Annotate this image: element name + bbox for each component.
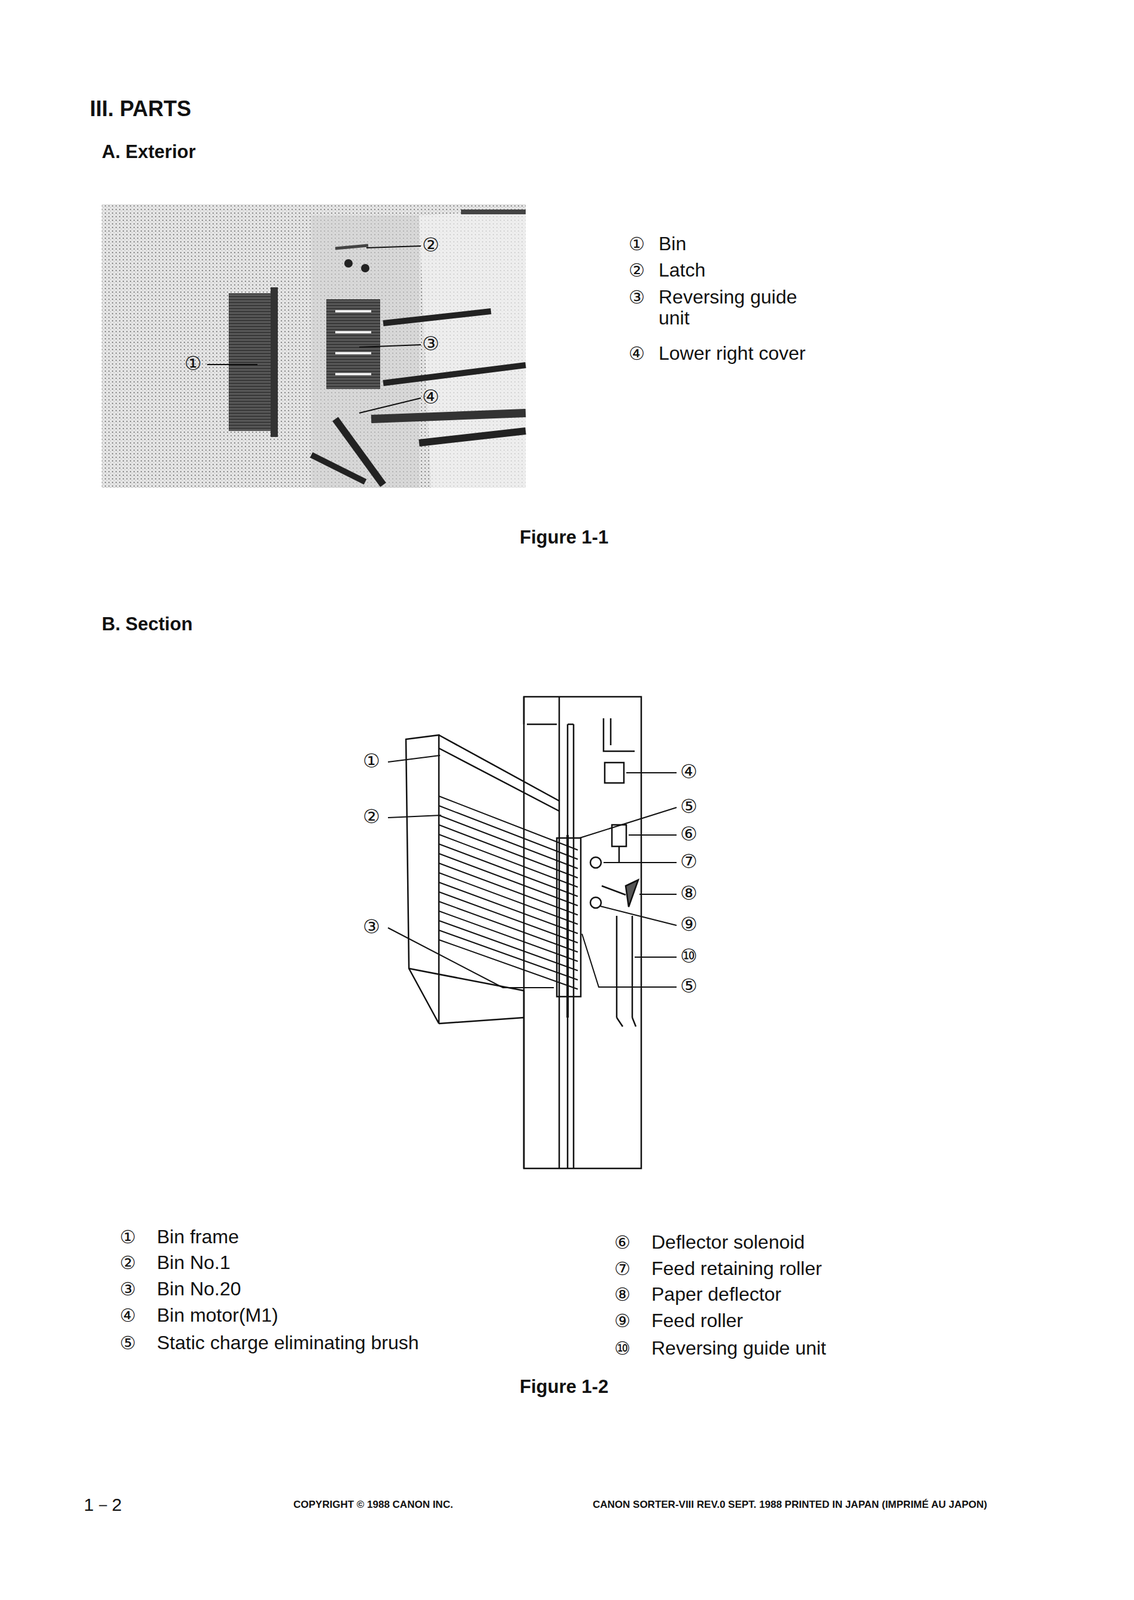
callout-number: ⑤	[680, 796, 698, 818]
subheading: B. Section	[101, 614, 193, 635]
leader-lines	[387, 755, 677, 988]
callout-number: ⑨	[680, 914, 698, 936]
bin-line	[438, 940, 578, 990]
callout-number: ⑩	[680, 945, 698, 967]
callout-number: ⑧	[680, 883, 698, 905]
bin-line	[438, 863, 578, 916]
part-name: Bin motor(M1)	[156, 1305, 279, 1327]
figure-caption: Figure 1-1	[519, 527, 609, 548]
bin-line	[438, 930, 578, 981]
figure-caption: Figure 1-2	[519, 1377, 609, 1398]
callout-number: ⑤	[119, 1333, 136, 1354]
callout-number: ①	[184, 353, 202, 375]
bin-line	[438, 892, 578, 944]
callout-number: ④	[628, 343, 645, 364]
callout-number: ②	[422, 234, 440, 256]
part-name: Feed roller	[651, 1310, 744, 1332]
part-name: Lower right cover	[658, 343, 809, 365]
bin-line	[438, 882, 578, 935]
section-drawing	[405, 696, 642, 1169]
exterior-photo	[101, 204, 526, 488]
section-title: III. PARTS	[89, 96, 191, 121]
callout-number: ⑥	[680, 823, 698, 845]
callout-number: ③	[422, 333, 440, 355]
bin-line	[438, 920, 578, 972]
footer-note: CANON SORTER-VIII REV.0 SEPT. 1988 PRINT…	[592, 1499, 988, 1512]
callout-number: ⑧	[614, 1284, 631, 1305]
callout-number: ②	[628, 260, 645, 281]
callout-number: ⑩	[614, 1338, 631, 1359]
part-name: Reversing guide unit	[658, 286, 833, 329]
bin-line	[438, 901, 578, 953]
callout-number: ①	[119, 1227, 136, 1248]
part-name: Bin No.1	[156, 1252, 231, 1274]
callout-number: ⑦	[614, 1259, 631, 1279]
callout-number: ④	[119, 1305, 136, 1326]
part-name: Bin frame	[156, 1226, 239, 1248]
callout-number: ⑦	[680, 851, 698, 873]
callout-number: ①	[362, 750, 381, 772]
bin-line	[438, 872, 578, 925]
part-name: Bin No.20	[156, 1278, 242, 1300]
callout-number: ③	[628, 287, 645, 308]
callout-number: ⑤	[680, 975, 698, 997]
bin-line	[438, 911, 578, 962]
callout-number: ④	[680, 761, 698, 783]
leader-lines	[207, 246, 421, 414]
callout-number: ③	[362, 916, 381, 938]
callout-number: ⑥	[614, 1232, 631, 1253]
callout-number: ①	[628, 234, 645, 254]
callout-number: ②	[362, 806, 381, 828]
part-name: Static charge eliminating brush	[156, 1332, 420, 1354]
bin-lines	[438, 796, 578, 990]
callout-number: ⑨	[614, 1311, 631, 1331]
part-name: Feed retaining roller	[651, 1258, 823, 1280]
part-name: Deflector solenoid	[651, 1232, 805, 1254]
copyright-note: COPYRIGHT © 1988 CANON INC.	[293, 1499, 454, 1512]
page-number: 1－2	[83, 1495, 122, 1515]
callout-number: ②	[119, 1253, 136, 1273]
callout-number: ④	[422, 386, 440, 408]
callout-number: ③	[119, 1279, 136, 1300]
part-name: Reversing guide unit	[651, 1338, 827, 1360]
part-name: Paper deflector	[651, 1284, 782, 1306]
part-name: Bin	[658, 233, 687, 255]
part-name: Latch	[658, 259, 706, 281]
subheading: A. Exterior	[101, 141, 196, 163]
